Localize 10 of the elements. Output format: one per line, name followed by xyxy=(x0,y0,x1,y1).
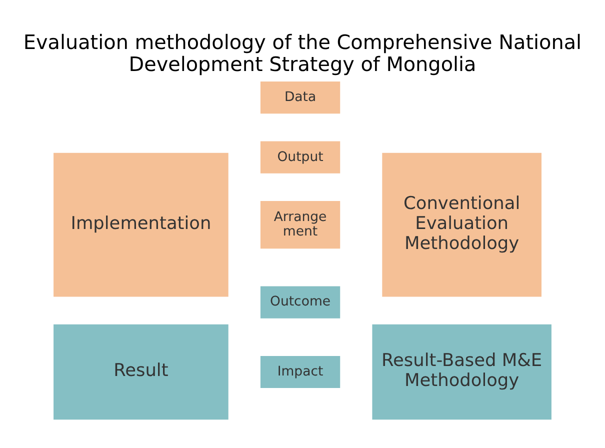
node-box: Impact xyxy=(260,356,340,388)
node-box: Implementation xyxy=(54,152,228,297)
node-box: Conventional Evaluation Methodology xyxy=(382,152,542,297)
diagram-title: Evaluation methodology of the Comprehensive National Development Strategy of Mongolia xyxy=(23,30,582,76)
node-box: Outcome xyxy=(260,286,340,318)
node-box: Arrange ment xyxy=(260,201,340,249)
node-box: Result-Based M&E Methodology xyxy=(372,324,552,420)
node-box: Data xyxy=(260,82,340,114)
node-box: Output xyxy=(260,141,340,174)
node-box: Result xyxy=(54,324,228,420)
